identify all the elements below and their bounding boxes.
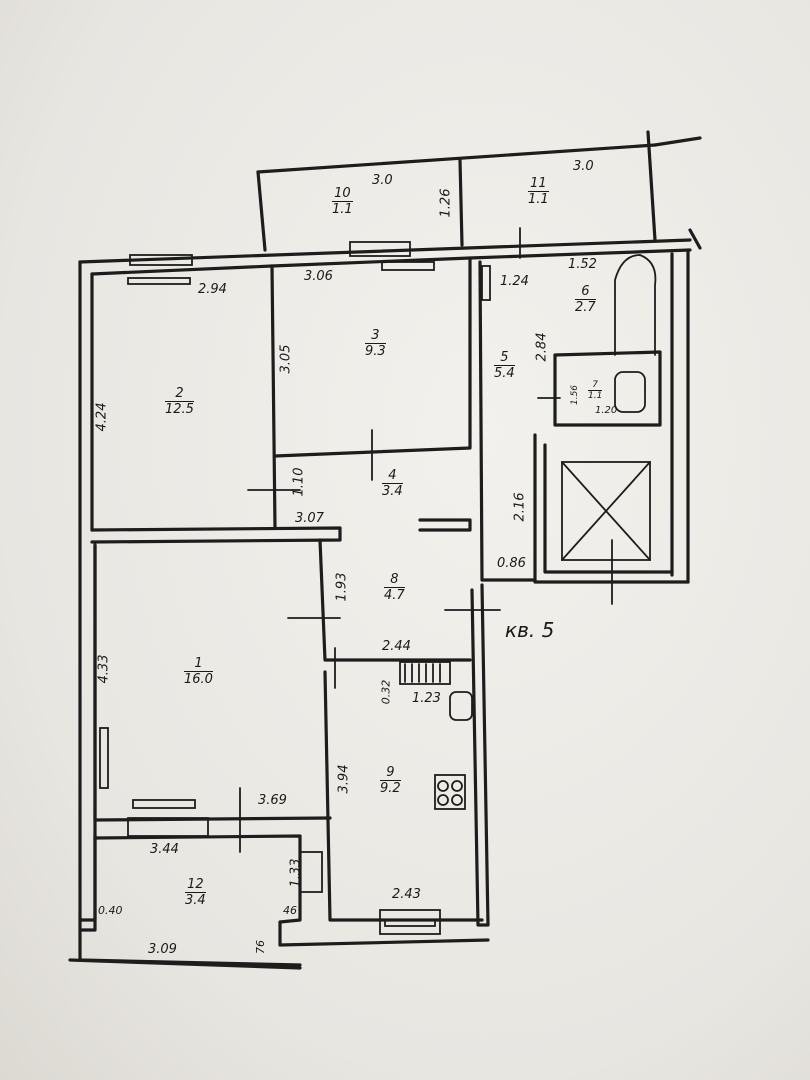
dim-3-07: 3.07 — [295, 511, 324, 526]
dim-4-24: 4.24 — [94, 402, 110, 432]
dim-3-09: 3.09 — [148, 942, 177, 957]
dim-2-84: 2.84 — [534, 332, 550, 362]
dim-3-0-balcony-11: 3.0 — [573, 159, 594, 174]
door-marks — [239, 227, 613, 853]
dim-2-44: 2.44 — [382, 639, 411, 654]
dim-2-43: 2.43 — [392, 887, 421, 902]
dim-1-33: 1.33 — [288, 858, 304, 888]
dim-1-56: 1.56 — [570, 384, 581, 406]
dim-1-24: 1.24 — [500, 274, 529, 289]
outer-walls — [68, 130, 702, 970]
dim-2-16: 2.16 — [512, 492, 528, 522]
dim-0-86: 0.86 — [497, 556, 526, 571]
dim-3-69: 3.69 — [258, 793, 287, 808]
windows-and-fixtures — [99, 241, 657, 935]
dim-4-33: 4.33 — [96, 654, 112, 684]
dim-3-0-balcony-10: 3.0 — [372, 173, 393, 188]
dim-0-32: 0.32 — [379, 679, 393, 705]
dim-1-20: 1.20 — [595, 405, 618, 416]
dim-2-94: 2.94 — [198, 282, 227, 297]
dim-1-10: 1.10 — [291, 467, 307, 497]
dim-0-40: 0.40 — [98, 904, 123, 917]
dim-1-23: 1.23 — [412, 691, 441, 706]
dim-76: 76 — [254, 940, 267, 954]
dim-1-52: 1.52 — [568, 257, 597, 272]
dim-3-44: 3.44 — [150, 842, 179, 857]
dim-46: 46 — [283, 904, 297, 917]
apartment-label: кв. 5 — [505, 618, 555, 642]
dim-1-26: 1.26 — [438, 188, 454, 218]
dim-1-93: 1.93 — [334, 572, 350, 602]
dim-3-05: 3.05 — [278, 344, 294, 374]
dim-3-94: 3.94 — [336, 764, 352, 794]
dim-3-06: 3.06 — [304, 269, 333, 284]
